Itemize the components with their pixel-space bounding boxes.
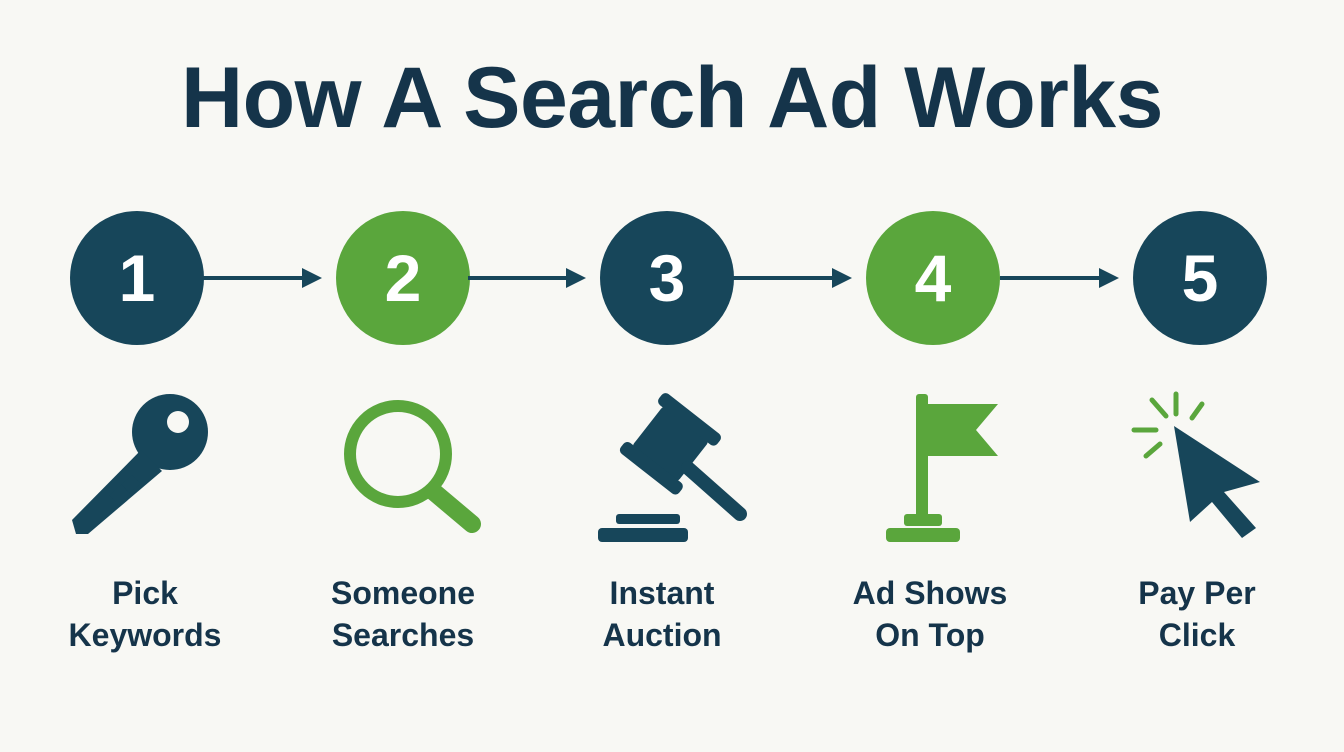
arrow-1-2 — [202, 268, 322, 288]
step-1-circle: 1 — [70, 211, 204, 345]
step-5-circle: 5 — [1133, 211, 1267, 345]
step-2-label-line1: Someone — [330, 575, 476, 611]
step-4-label: Ad Shows On Top — [820, 572, 1040, 656]
step-4-circle: 4 — [866, 211, 1000, 345]
step-4-label-line1: Ad Shows — [852, 575, 1008, 611]
step-1-number: 1 — [118, 241, 156, 315]
step-2-circle: 2 — [336, 211, 470, 345]
step-3-circle: 3 — [600, 211, 734, 345]
step-1-label-line2: Keywords — [68, 617, 222, 653]
page-title: How A Search Ad Works — [181, 50, 1163, 146]
step-5-label-line2: Click — [1158, 617, 1236, 653]
gavel-icon — [598, 393, 747, 542]
cursor-click-icon — [1131, 391, 1260, 538]
flag-icon — [886, 394, 998, 542]
step-5-label-line1: Pay Per — [1138, 575, 1256, 611]
step-3-label-line2: Auction — [602, 617, 722, 653]
step-2-number: 2 — [384, 241, 422, 315]
step-2-label: Someone Searches — [293, 572, 513, 656]
step-4-number: 4 — [914, 241, 952, 315]
key-icon — [72, 394, 208, 534]
arrow-3-4 — [732, 268, 852, 288]
step-3-number: 3 — [648, 241, 686, 315]
step-5-number: 5 — [1181, 241, 1219, 315]
step-2-label-line2: Searches — [331, 617, 475, 653]
step-3-label: Instant Auction — [552, 572, 772, 656]
step-1-label: Pick Keywords — [35, 572, 255, 656]
arrow-2-3 — [468, 268, 586, 288]
step-5-label: Pay Per Click — [1087, 572, 1307, 656]
step-1-label-line1: Pick — [112, 575, 178, 611]
search-icon — [344, 400, 481, 533]
step-3-label-line1: Instant — [609, 575, 715, 611]
step-4-label-line2: On Top — [875, 617, 985, 653]
arrow-4-5 — [1000, 268, 1119, 288]
